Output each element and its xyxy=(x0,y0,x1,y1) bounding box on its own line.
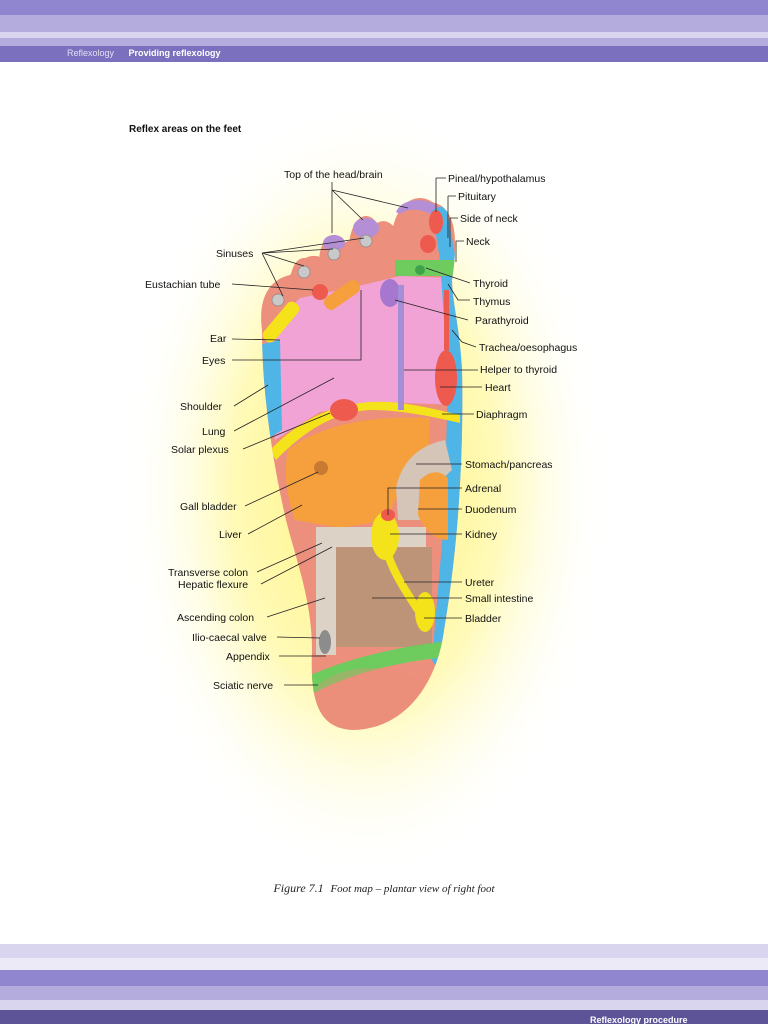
figure-title: Reflex areas on the feet xyxy=(129,124,242,135)
marker-pituitary xyxy=(420,235,436,253)
label-kidney: Kidney xyxy=(465,529,498,541)
label-top-of-head: Top of the head/brain xyxy=(284,169,383,181)
running-header: Reflexology Providing reflexology xyxy=(67,48,221,58)
footer-running-title: Reflexology procedure xyxy=(590,1015,688,1025)
label-solar-plexus: Solar plexus xyxy=(171,444,229,456)
label-stomach: Stomach/pancreas xyxy=(465,459,553,471)
figure-caption: Figure 7.1 Foot map – plantar view of ri… xyxy=(0,881,768,896)
marker-trachea xyxy=(444,290,449,350)
sinus-dot-4 xyxy=(359,234,373,248)
marker-heart xyxy=(435,350,457,406)
label-bladder: Bladder xyxy=(465,613,502,625)
toe-second-tip xyxy=(353,218,379,238)
label-sciatic: Sciatic nerve xyxy=(213,680,273,692)
marker-pineal xyxy=(429,210,443,234)
marker-parathyroid xyxy=(380,279,400,307)
sinus-dot-1 xyxy=(271,293,285,307)
label-ear: Ear xyxy=(210,333,227,345)
label-hepatic-flexure: Hepatic flexure xyxy=(178,579,248,591)
header-band-light xyxy=(0,32,768,38)
label-adrenal: Adrenal xyxy=(465,483,501,495)
label-ilio-caecal: Ilio-caecal valve xyxy=(192,632,267,644)
marker-gall-bladder xyxy=(314,461,328,475)
toe-big-top xyxy=(396,200,440,215)
zone-sciatic xyxy=(300,640,460,698)
marker-eyes xyxy=(323,280,361,310)
leader-lines xyxy=(231,177,482,686)
label-heart: Heart xyxy=(485,382,511,394)
label-eustachian: Eustachian tube xyxy=(145,279,220,291)
label-sinuses: Sinuses xyxy=(216,248,253,260)
label-side-of-neck: Side of neck xyxy=(460,213,519,225)
header-band-bar xyxy=(0,46,768,62)
label-helper-thyroid: Helper to thyroid xyxy=(480,364,557,376)
zone-neck xyxy=(395,260,455,276)
label-ascending-colon: Ascending colon xyxy=(177,612,254,624)
zone-bladder xyxy=(415,592,435,632)
label-shoulder: Shoulder xyxy=(180,401,223,413)
header-band-stripe xyxy=(0,38,768,46)
label-ureter: Ureter xyxy=(465,577,495,589)
toe-fourth xyxy=(290,258,318,308)
label-liver: Liver xyxy=(219,529,242,541)
zone-diaphragm xyxy=(270,401,460,460)
caption-number: Figure 7.1 xyxy=(273,881,324,895)
label-parathyroid: Parathyroid xyxy=(475,315,529,327)
label-pituitary: Pituitary xyxy=(458,191,497,203)
sinus-dot-3 xyxy=(327,247,341,261)
marker-eustachian xyxy=(312,284,328,300)
toe-third-tip xyxy=(323,235,345,251)
sinus-dot-2 xyxy=(297,265,311,279)
footer-band-stripe xyxy=(0,1000,768,1010)
zone-ureter xyxy=(384,553,422,613)
label-small-intestine: Small intestine xyxy=(465,593,533,605)
label-transverse-colon: Transverse colon xyxy=(168,567,248,579)
label-diaphragm: Diaphragm xyxy=(476,409,528,421)
label-lung: Lung xyxy=(202,426,226,438)
zone-ascending-colon xyxy=(316,527,336,655)
label-eyes: Eyes xyxy=(202,355,225,367)
footer-band-pale xyxy=(0,986,768,1000)
footer-band-light xyxy=(0,944,768,958)
marker-solar-plexus xyxy=(330,399,358,421)
zone-liver xyxy=(285,417,430,528)
label-gall-bladder: Gall bladder xyxy=(180,501,237,513)
label-appendix: Appendix xyxy=(226,651,271,663)
marker-helper-thyroid xyxy=(398,285,404,410)
label-pineal: Pineal/hypothalamus xyxy=(448,173,545,185)
zone-duodenum xyxy=(418,472,448,540)
caption-text: Foot map – plantar view of right foot xyxy=(330,883,495,895)
header-band-mid xyxy=(0,15,768,32)
label-neck: Neck xyxy=(466,236,491,248)
footer-band-mid xyxy=(0,958,768,970)
footer-band-dark xyxy=(0,970,768,986)
marker-ear xyxy=(262,301,300,343)
label-thyroid: Thyroid xyxy=(473,278,508,290)
label-thymus: Thymus xyxy=(473,296,510,308)
zone-small-intestine xyxy=(336,547,432,647)
header-band-top xyxy=(0,0,768,15)
marker-thyroid xyxy=(415,265,425,275)
footer-band-deep xyxy=(0,1010,768,1024)
zone-chest xyxy=(266,276,458,440)
label-trachea: Trachea/oesophagus xyxy=(479,342,577,354)
header-section: Reflexology xyxy=(67,48,115,58)
header-title: Providing reflexology xyxy=(128,48,221,58)
label-duodenum: Duodenum xyxy=(465,504,517,516)
marker-appendix xyxy=(319,630,331,654)
zone-kidney xyxy=(371,512,399,560)
